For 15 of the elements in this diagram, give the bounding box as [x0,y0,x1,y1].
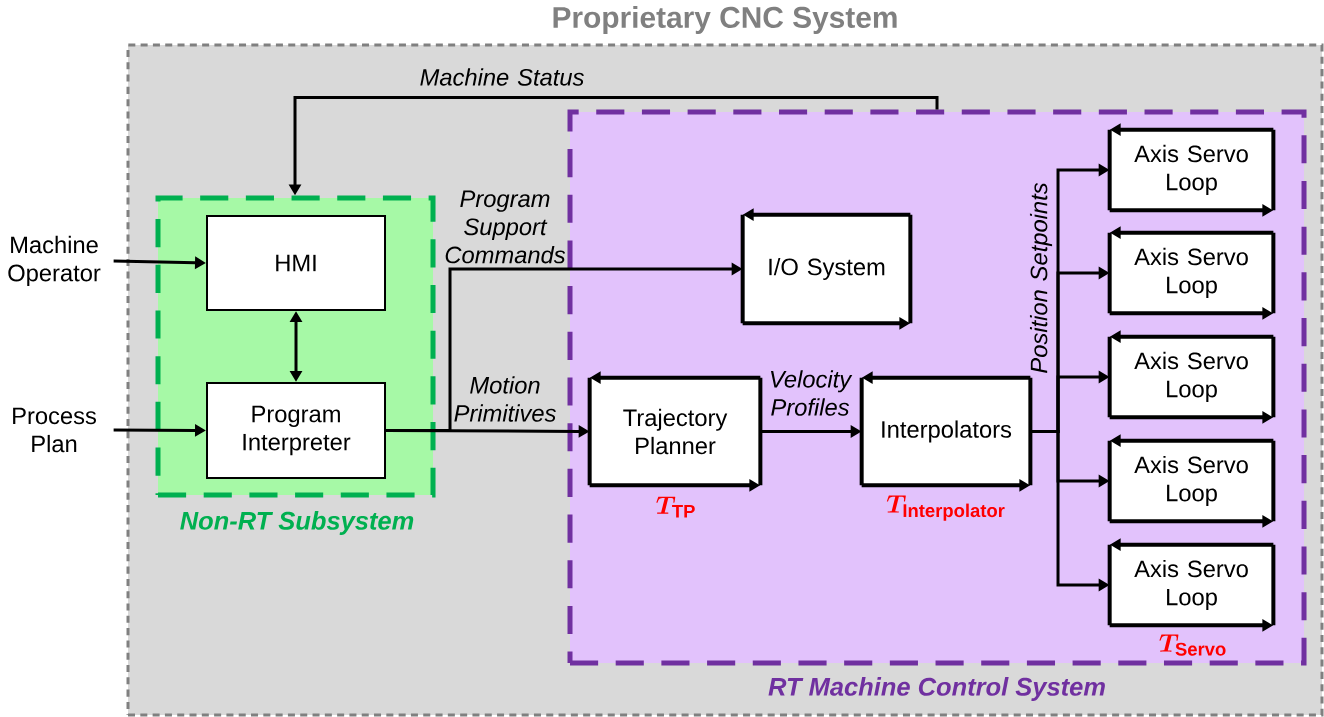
node-label: RT Machine Control System [768,677,1105,701]
edge-label: Machine Status [420,68,584,86]
node-label: Non-RT Subsystem [180,511,414,535]
edge-label: Position Setpoints [1029,182,1053,373]
edge-label: Motion Primitives [454,376,556,422]
edge-label: Program Support Commands [445,190,566,264]
period-label: $T_{\mathrm{Servo}}$ [1159,634,1226,656]
edge-label: Velocity Profiles [770,370,853,416]
process-box: HMI [206,215,386,311]
period-label: $T_{\mathrm{TP}}$ [656,496,695,518]
node-label: Proprietary CNC System [553,6,897,34]
period-label: $T_{\mathrm{Interpolator}}$ [886,495,1005,521]
process-box: Program Interpreter [206,382,386,479]
input-label: Process Plan [13,407,96,453]
input-label: Machine Operator [8,235,101,287]
